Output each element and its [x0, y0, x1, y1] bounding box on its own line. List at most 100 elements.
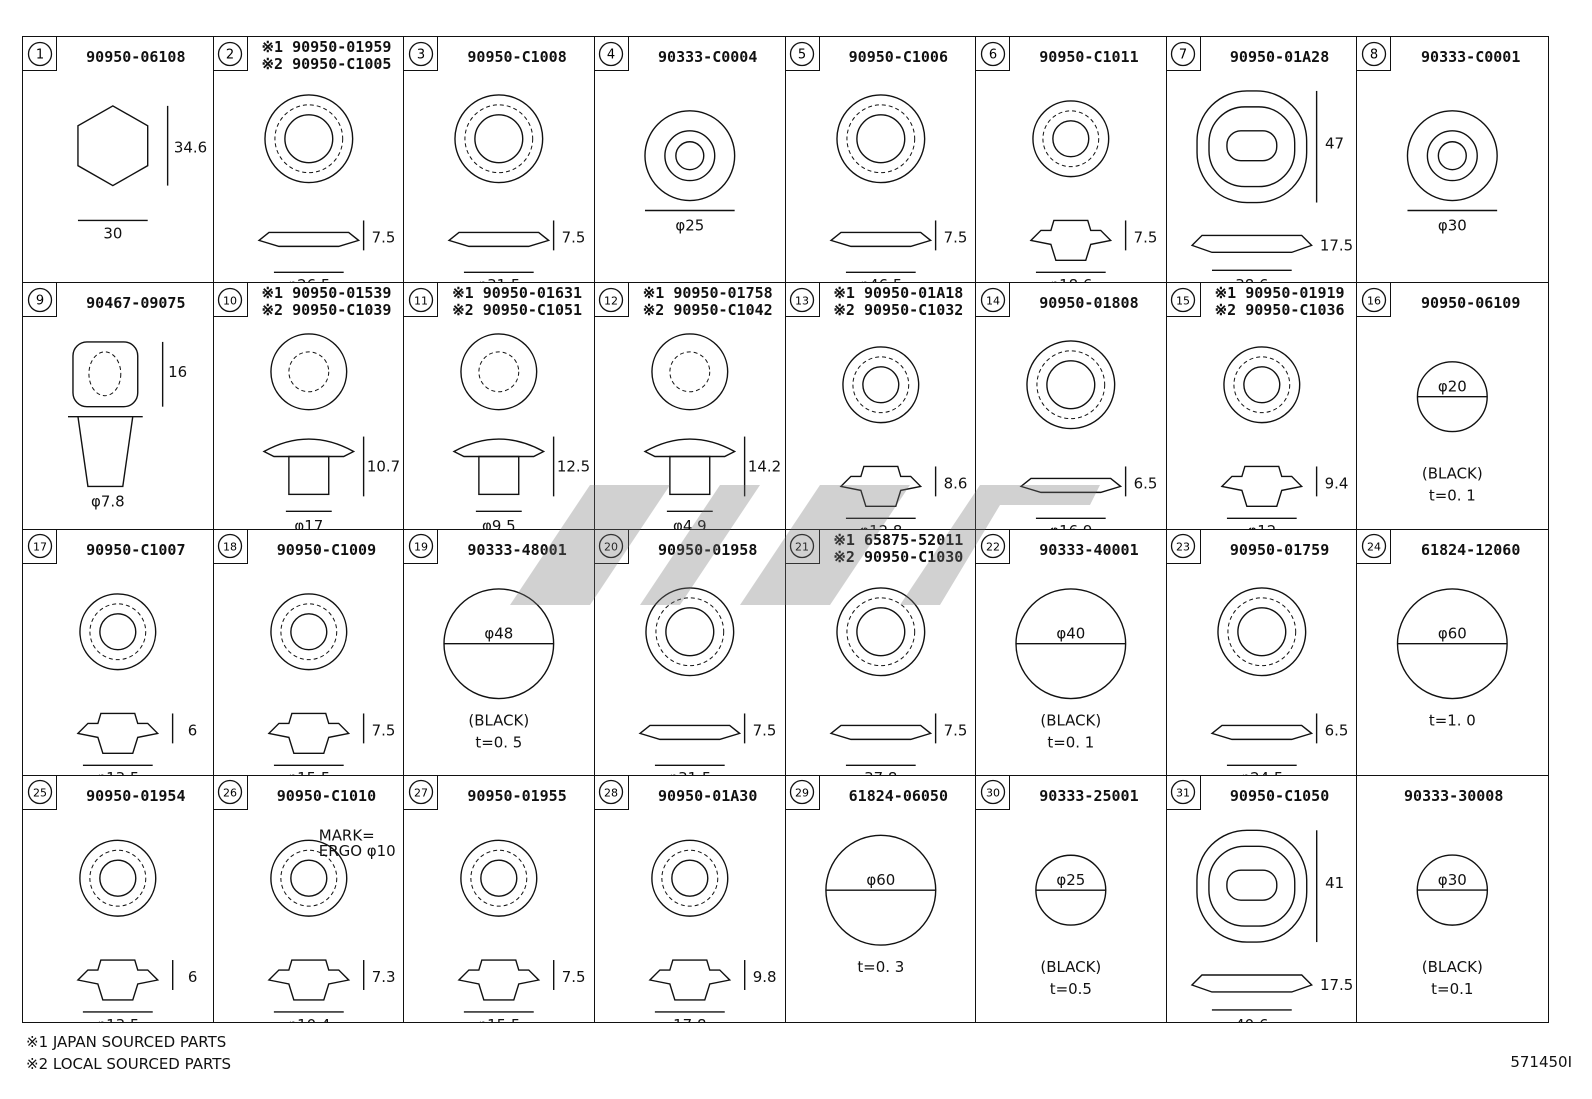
part-number-block: 90950-01954 [61, 787, 211, 805]
item-number: 25 [33, 787, 47, 800]
item-number-icon: 11 [408, 287, 433, 312]
spec-note: t=0. 5 [476, 733, 523, 751]
part-side-view [1210, 724, 1313, 740]
part-number-block: 90950-01808 [1014, 295, 1164, 312]
part-number-block: 90950-C1007 [61, 541, 211, 559]
part-number: 90950-C1009 [276, 540, 377, 559]
item-number: 26 [223, 787, 237, 800]
part-number: ※2 90950-C1039 [261, 301, 392, 320]
mark-label: ERGO φ10 [318, 842, 395, 860]
item-number-box: 19 [404, 529, 439, 564]
item-number-icon: 23 [1171, 533, 1196, 559]
part-number: ※1 65875-52011 [833, 530, 964, 549]
dimension-label: φ30 [1438, 871, 1467, 889]
part-top-view [1217, 586, 1307, 676]
part-top-view [645, 586, 735, 676]
dimension-label: 34.6 [174, 139, 207, 157]
part-number-block: 90333-C0001 [1395, 49, 1546, 66]
part-drawing: φ48(BLACK)t=0. 5 [404, 564, 594, 775]
item-number-box: 20 [594, 529, 629, 564]
part-number: 90950-C1011 [1039, 48, 1139, 66]
part-number: ※2 90950-C1036 [1214, 301, 1345, 320]
part-side-view [839, 466, 922, 508]
item-number: 12 [604, 294, 618, 307]
item-number-box: 12 [594, 283, 629, 318]
part-side-view [1029, 219, 1113, 262]
item-number-icon: 15 [1171, 287, 1196, 312]
item-number-box: 31 [1166, 775, 1201, 810]
part-number-block: ※1 90950-01539※2 90950-C1039 [252, 285, 402, 319]
document-id: 571450I [1510, 1053, 1572, 1071]
dimension-label: 14.2 [748, 458, 781, 476]
part-top-view [1195, 829, 1308, 943]
item-number: 3 [417, 47, 425, 62]
dimension-label: 9.8 [753, 968, 777, 986]
part-number-block: 90333-C0004 [633, 49, 783, 66]
part-side-view [447, 231, 551, 248]
part-drawing: 6.5φ24.5 [1167, 564, 1357, 775]
part-side-view [829, 231, 932, 248]
part-top-view [79, 592, 157, 670]
part-side-view [262, 438, 355, 458]
item-number-box: 5 [785, 37, 820, 71]
part-drawing: 9.817.8 [595, 810, 785, 1022]
part-number: ※1 90950-01758 [642, 284, 773, 303]
spec-note: (BLACK) [1040, 958, 1101, 976]
item-number: 9 [35, 293, 43, 308]
part-top-view [1222, 346, 1301, 424]
part-number-block: 90950-01A28 [1205, 49, 1355, 66]
part-drawing: 7.5φ15.5 [404, 810, 594, 1022]
spec-note: (BLACK) [1041, 711, 1102, 729]
dimension-label: φ9.5 [482, 517, 516, 528]
part-side-view [1220, 466, 1303, 508]
item-number-icon: 17 [27, 533, 52, 559]
part-number: 90950-01808 [1039, 294, 1139, 313]
item-number: 7 [1179, 47, 1187, 62]
item-number: 27 [414, 787, 428, 800]
part-top-view [1032, 100, 1110, 178]
item-number-icon: 29 [789, 780, 815, 805]
item-number-icon: 13 [789, 287, 815, 312]
dimension-label: φ20 [1438, 378, 1467, 396]
part-number: 90333-40001 [1039, 540, 1139, 559]
item-number-box: 29 [785, 775, 820, 810]
spec-note: (BLACK) [469, 711, 530, 729]
part-drawing: 7.5φ46.5 [786, 71, 976, 282]
part-top-view [269, 333, 348, 411]
dimension-label: 12.5 [557, 458, 590, 476]
item-number-box: 22 [976, 529, 1011, 564]
part-side-view [648, 959, 732, 1001]
dimension-label: φ25 [1056, 871, 1085, 889]
part-drawing: 7.537.8 [786, 564, 976, 775]
item-number-icon: 18 [217, 533, 243, 559]
part-number-block: ※1 65875-52011※2 90950-C1030 [824, 530, 974, 566]
part-drawing: φ40(BLACK)t=0. 1 [976, 564, 1166, 775]
part-top-view [269, 592, 348, 670]
dimension-label: 7.5 [562, 228, 586, 246]
item-number-icon: 21 [789, 533, 815, 559]
item-number: 17 [33, 541, 47, 554]
dimension-label: φ18.6 [1049, 276, 1092, 282]
dimension-label: 6 [188, 968, 198, 986]
spec-note: t=0. 1 [1429, 487, 1476, 505]
part-side-view [829, 724, 932, 740]
dimension-label: 6 [188, 721, 198, 739]
part-top-view [79, 839, 157, 917]
item-number: 11 [414, 294, 428, 307]
item-number-icon: 31 [1171, 780, 1196, 805]
part-side-view [638, 724, 741, 740]
part-number-block: 90950-06109 [1395, 295, 1546, 312]
part-number-block: 90950-01759 [1205, 541, 1355, 559]
part-number: ※1 90950-01631 [452, 284, 583, 303]
